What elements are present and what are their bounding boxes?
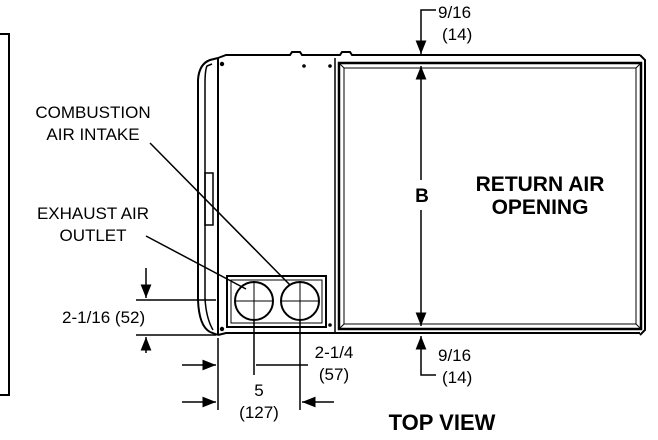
return-air-label-line2: OPENING — [492, 196, 589, 219]
dim-top-offset-line1: 9/16 — [438, 3, 471, 22]
dim-top-offset-line2: (14) — [442, 25, 472, 44]
furnace-cabinet — [197, 51, 646, 336]
combustion-air-label-line2: AIR INTAKE — [46, 125, 139, 144]
return-air-label-line1: RETURN AIR — [476, 173, 605, 196]
dim-edge-to-pipe-line1: 5 — [254, 381, 263, 400]
left-unit-outline — [0, 33, 10, 396]
vent-pipe-box — [226, 275, 327, 328]
exhaust-air-label-line1: EXHAUST AIR — [37, 204, 149, 223]
dimension-pipe-height — [136, 268, 216, 353]
exhaust-air-label-line2: OUTLET — [59, 226, 126, 245]
combustion-air-label-line1: COMBUSTION — [35, 103, 150, 122]
dim-bottom-offset-line2: (14) — [442, 368, 472, 387]
dim-pipe-spacing-line1: 2-1/4 — [315, 343, 354, 362]
exhaust-air-leader-line — [145, 235, 247, 290]
combustion-air-intake-pipe — [280, 281, 320, 321]
dimension-top-offset — [415, 9, 436, 54]
dimension-b-label: B — [415, 186, 429, 207]
view-title: TOP VIEW — [389, 410, 496, 435]
return-air-opening — [337, 61, 643, 331]
exhaust-air-outlet-pipe — [234, 281, 274, 321]
dim-bottom-offset-line1: 9/16 — [438, 346, 471, 365]
combustion-air-leader-line — [149, 142, 291, 286]
dim-pipe-height-label: 2-1/16 (52) — [62, 308, 145, 327]
dimension-bottom-offset — [415, 336, 436, 376]
dim-edge-to-pipe-line2: (127) — [239, 403, 279, 422]
dim-pipe-spacing-line2: (57) — [319, 365, 349, 384]
